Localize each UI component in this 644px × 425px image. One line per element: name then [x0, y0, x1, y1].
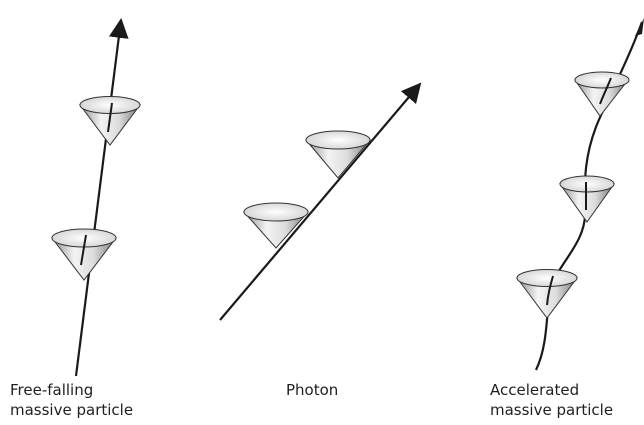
caption-accelerated: Accelerated massive particle [490, 380, 613, 420]
free-falling-panel [52, 20, 140, 376]
caption-line: Free-falling [10, 380, 133, 400]
caption-line: massive particle [10, 400, 133, 420]
photon-panel [220, 84, 420, 320]
caption-line: Accelerated [490, 380, 613, 400]
free-falling-worldline [76, 20, 121, 376]
photon-worldline [220, 84, 420, 320]
caption-line: massive particle [490, 400, 613, 420]
caption-photon: Photon [286, 380, 338, 400]
light-cone-upper [575, 72, 629, 116]
light-cone-lower [517, 270, 577, 319]
caption-line: Photon [286, 380, 338, 400]
accelerated-panel [517, 18, 644, 370]
light-cone-middle [560, 176, 614, 222]
light-cone-upper [80, 97, 140, 146]
arrow-head-icon [635, 18, 644, 36]
light-cone-lower [52, 229, 116, 280]
light-cone-lower [244, 203, 308, 248]
caption-free-falling: Free-falling massive particle [10, 380, 133, 420]
